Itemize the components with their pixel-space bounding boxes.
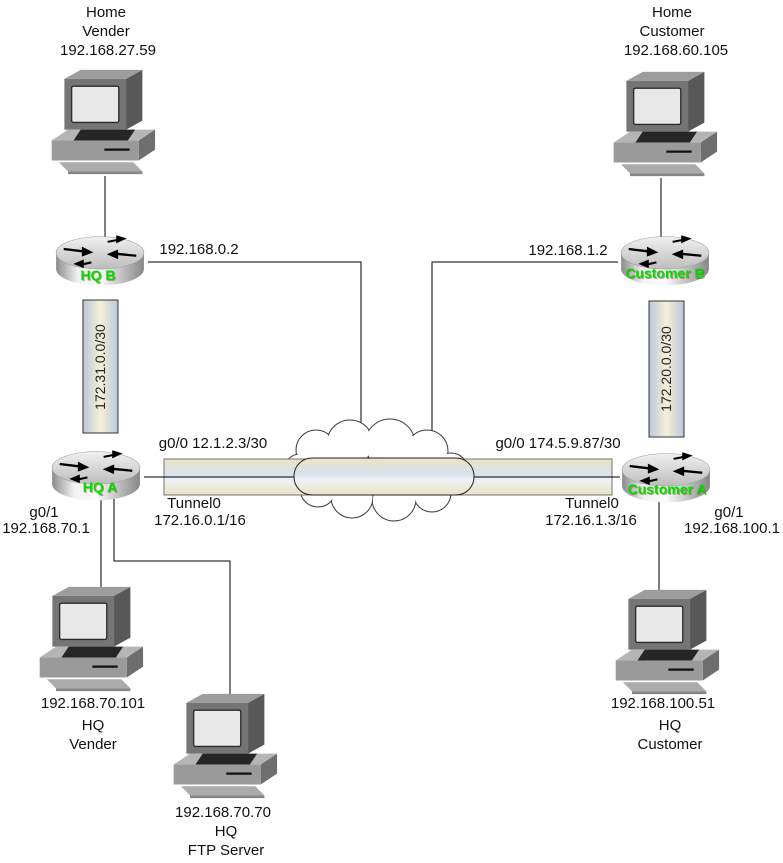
pc-icon-hq-ftp-server bbox=[172, 692, 279, 799]
home-customer-ip: 192.168.60.105 bbox=[623, 42, 729, 59]
router-name-customer-a: Customer A bbox=[627, 481, 707, 497]
customer-a-wan-interface: g0/0 174.5.9.87/30 bbox=[495, 435, 621, 452]
hq-customer-label: HQ Customer bbox=[637, 716, 702, 754]
customer-a-tunnel-ip: 172.16.1.3/16 bbox=[545, 512, 637, 529]
tunnel-pipe-cloud-segment bbox=[293, 457, 475, 496]
hq-a-lan-interface: g0/1 bbox=[29, 504, 59, 521]
pc-icon-home-vender bbox=[50, 68, 157, 175]
home-customer-label-line2: Customer bbox=[639, 23, 705, 40]
hq-customer-label-line2: Customer bbox=[637, 736, 703, 753]
hq-vender-label: HQ Vender bbox=[69, 716, 117, 754]
router-name-hq-a: HQ A bbox=[82, 479, 118, 495]
pc-icon-hq-customer bbox=[614, 588, 721, 695]
link-hq-a-to-ftp-server bbox=[113, 498, 231, 698]
link-hq-b-to-cloud bbox=[148, 261, 362, 433]
hq-a-tunnel-interface: Tunnel0 bbox=[167, 495, 221, 512]
serial-subnet-label-hq: 172.31.0.0/30 bbox=[92, 324, 108, 410]
hq-ftp-ip: 192.168.70.70 bbox=[175, 804, 271, 821]
hq-a-lan-ip: 192.168.70.1 bbox=[2, 520, 90, 537]
pc-icon-hq-vender bbox=[38, 585, 145, 692]
hq-ftp-label: HQ FTP Server bbox=[188, 822, 264, 860]
customer-b-lan-ip: 192.168.1.2 bbox=[528, 242, 608, 259]
hq-vender-label-line1: HQ bbox=[81, 717, 105, 734]
serial-pipe-hq bbox=[82, 299, 119, 434]
serial-pipe-customer bbox=[648, 300, 685, 438]
link-customer-b-to-cloud bbox=[431, 261, 618, 433]
hq-a-wan-interface: g0/0 12.1.2.3/30 bbox=[158, 435, 268, 452]
home-vender-ip: 192.168.27.59 bbox=[60, 42, 156, 59]
home-customer-label-line1: Home bbox=[651, 4, 692, 21]
pc-icon-home-customer bbox=[612, 70, 719, 177]
hq-b-lan-ip: 192.168.0.2 bbox=[159, 241, 239, 258]
customer-a-lan-ip: 192.168.100.1 bbox=[684, 520, 780, 537]
customer-a-tunnel-interface: Tunnel0 bbox=[565, 495, 619, 512]
hq-vender-ip: 192.168.70.101 bbox=[40, 695, 146, 712]
hq-ftp-label-line1: HQ bbox=[214, 823, 238, 840]
hq-a-tunnel-ip: 172.16.0.1/16 bbox=[154, 512, 246, 529]
home-vender-label: Home Vender bbox=[82, 3, 130, 41]
home-customer-label: Home Customer bbox=[639, 3, 704, 41]
hq-ftp-label-line2: FTP Server bbox=[187, 842, 265, 859]
link-lines bbox=[100, 176, 662, 698]
hq-customer-ip: 192.168.100.51 bbox=[610, 695, 716, 712]
home-vender-label-line2: Vender bbox=[82, 23, 130, 40]
home-vender-label-line1: Home bbox=[85, 4, 127, 21]
customer-a-lan-interface: g0/1 bbox=[714, 504, 744, 521]
hq-vender-label-line2: Vender bbox=[69, 736, 117, 753]
serial-subnet-label-customer: 172.20.0.0/30 bbox=[658, 326, 674, 412]
router-name-hq-b: HQ B bbox=[80, 267, 116, 283]
router-name-customer-b: Customer B bbox=[625, 265, 705, 281]
hq-customer-label-line1: HQ bbox=[658, 717, 682, 734]
